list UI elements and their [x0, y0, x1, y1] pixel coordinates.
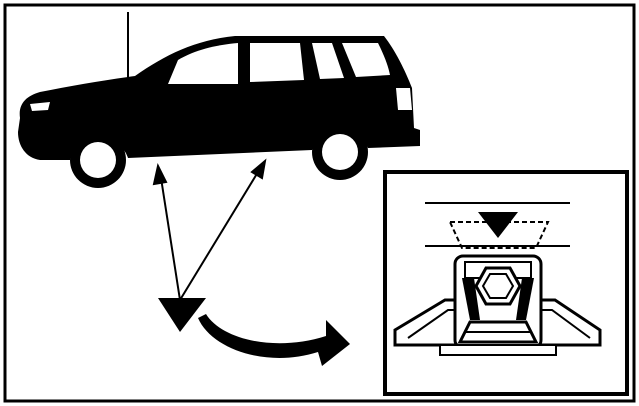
jack-detail-inset-icon — [383, 170, 629, 396]
curved-arrow-icon — [198, 314, 350, 366]
vehicle-silhouette-icon — [18, 36, 420, 188]
jack-point-arrow-icon — [152, 158, 267, 332]
